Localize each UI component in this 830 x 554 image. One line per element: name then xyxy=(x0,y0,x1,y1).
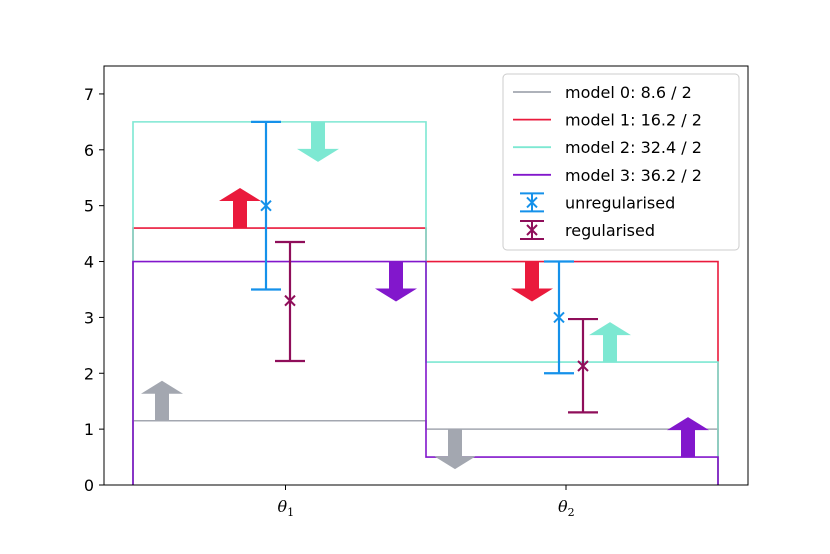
legend-unregularised-label: unregularised xyxy=(565,193,675,212)
estimates-layer xyxy=(251,120,598,414)
y-tick-label: 7 xyxy=(84,85,94,104)
regularised-marker-bin-1 xyxy=(284,294,296,307)
y-tick-label: 4 xyxy=(84,253,94,272)
legend-model-3-label: model 3: 36.2 / 2 xyxy=(565,166,702,185)
legend-model-2-label: model 2: 32.4 / 2 xyxy=(565,138,702,157)
legend-regularised-swatch xyxy=(520,220,544,240)
regularised-marker-bin-2 xyxy=(577,360,589,372)
model-0-arrow-bin-1 xyxy=(141,380,183,421)
model-3-step-line xyxy=(132,260,719,485)
model-3-arrow-bin-1 xyxy=(375,261,417,302)
model-1-arrow-bin-2 xyxy=(511,261,553,302)
legend-unregularised-swatch xyxy=(520,192,544,213)
model-2-step-line xyxy=(132,121,719,485)
legend-box xyxy=(502,73,740,251)
y-tick-label: 1 xyxy=(84,420,94,439)
model-0-arrow-bin-2 xyxy=(434,429,476,470)
y-tick-label: 0 xyxy=(84,476,94,495)
plot-frame xyxy=(103,65,749,486)
y-tick-label: 6 xyxy=(84,141,94,160)
y-tick-label: 2 xyxy=(84,364,94,383)
unregularised-marker-bin-1 xyxy=(260,199,272,212)
direction-arrows-layer xyxy=(141,121,709,470)
y-tick-label: 5 xyxy=(84,197,94,216)
legend-model-1-label: model 1: 16.2 / 2 xyxy=(565,111,702,130)
x-tick-label-1: θ1 xyxy=(278,497,295,519)
model-steps-layer xyxy=(132,121,719,485)
legend-regularised-label: regularised xyxy=(565,221,655,240)
legend: model 0: 8.6 / 2 model 1: 16.2 / 2 model 2… xyxy=(502,73,740,251)
model-1-arrow-bin-1 xyxy=(219,188,261,229)
model-3-arrow-bin-2 xyxy=(667,417,709,458)
x-tick-label-2: θ2 xyxy=(558,497,575,519)
model-2-arrow-bin-1 xyxy=(297,121,339,162)
legend-model-0-label: model 0: 8.6 / 2 xyxy=(565,83,692,102)
model-2-arrow-bin-2 xyxy=(589,322,631,363)
y-tick-label: 3 xyxy=(84,308,94,327)
unregularised-marker-bin-2 xyxy=(553,311,565,324)
